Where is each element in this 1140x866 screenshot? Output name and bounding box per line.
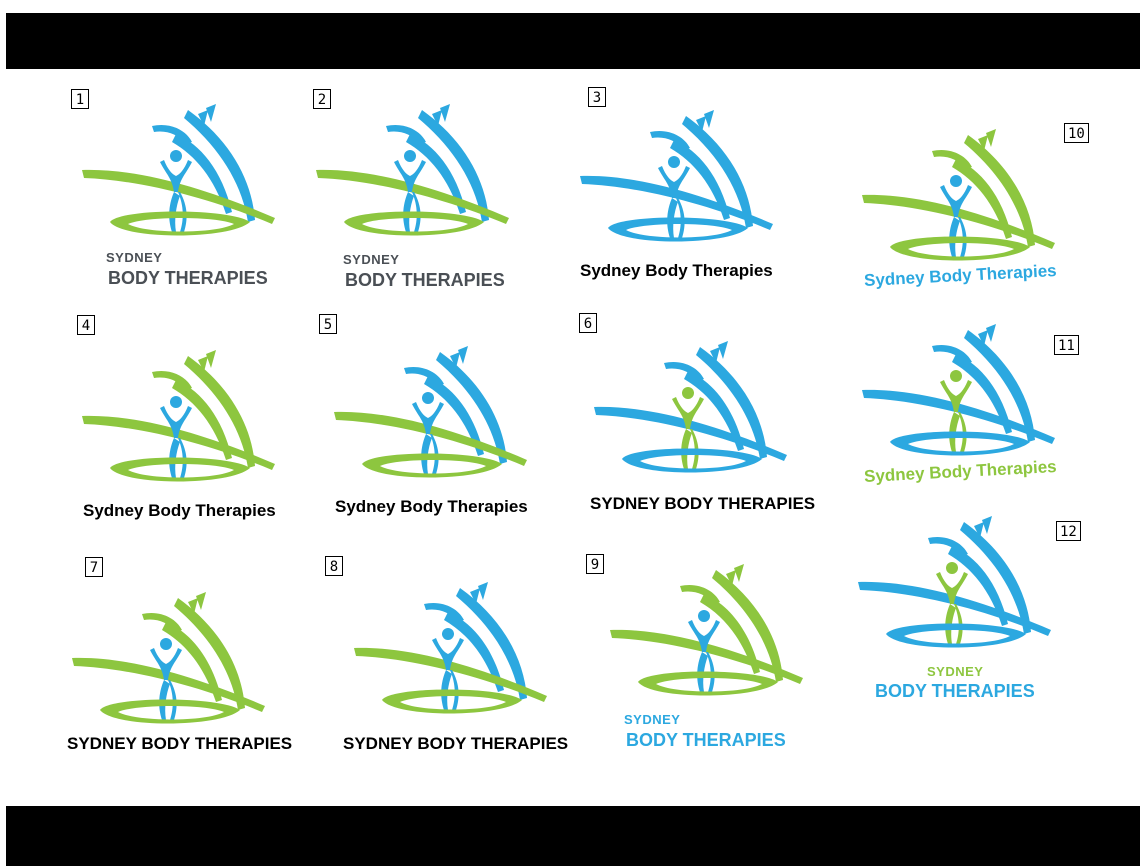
variant-number-6: 6: [579, 313, 597, 333]
variant-number-2: 2: [313, 89, 331, 109]
body-therapies-logo-icon: [354, 582, 547, 714]
body-therapies-logo-icon: [862, 129, 1055, 261]
wordmark-7: SYDNEY BODY THERAPIES: [67, 734, 293, 753]
wordmark-9-line1: SYDNEY: [624, 712, 681, 727]
variant-number-11: 11: [1054, 335, 1079, 355]
wordmark-1-line1: SYDNEY: [106, 250, 163, 265]
variant-number-8: 8: [325, 556, 343, 576]
top-black-bar: [6, 13, 1140, 69]
logo-mark-3: [578, 106, 778, 256]
variant-number-9: 9: [586, 554, 604, 574]
wordmark-5: Sydney Body Therapies: [335, 497, 528, 516]
bottom-black-bar: [6, 806, 1140, 866]
wordmark-12-line1: SYDNEY: [927, 664, 984, 679]
body-therapies-logo-icon: [316, 104, 509, 236]
logo-mark-8: [352, 578, 552, 728]
body-therapies-logo-icon: [72, 592, 265, 724]
wordmark-12-line2: BODY THERAPIES: [875, 681, 1035, 701]
logo-mark-9: [608, 560, 808, 710]
body-therapies-logo-icon: [610, 564, 803, 696]
wordmark-2-line1: SYDNEY: [343, 252, 400, 267]
logo-mark-7: [70, 588, 270, 738]
body-therapies-logo-icon: [82, 350, 275, 482]
variant-number-5: 5: [319, 314, 337, 334]
logo-mark-10: [860, 125, 1060, 275]
logo-mark-4: [80, 346, 280, 496]
wordmark-8: SYDNEY BODY THERAPIES: [343, 734, 569, 753]
variant-number-10: 10: [1064, 123, 1089, 143]
logo-mark-5: [332, 342, 532, 492]
wordmark-9-line2: BODY THERAPIES: [626, 730, 786, 750]
body-therapies-logo-icon: [862, 324, 1055, 456]
variant-number-4: 4: [77, 315, 95, 335]
body-therapies-logo-icon: [858, 516, 1051, 648]
logo-mark-2: [314, 100, 514, 250]
body-therapies-logo-icon: [334, 346, 527, 478]
wordmark-3: Sydney Body Therapies: [580, 261, 773, 280]
variant-number-3: 3: [588, 87, 606, 107]
body-therapies-logo-icon: [82, 104, 275, 236]
wordmark-6: SYDNEY BODY THERAPIES: [590, 494, 816, 513]
logo-mark-11: [860, 320, 1060, 470]
body-therapies-logo-icon: [594, 341, 787, 473]
variant-number-7: 7: [85, 557, 103, 577]
variant-number-1: 1: [71, 89, 89, 109]
body-therapies-logo-icon: [580, 110, 773, 242]
variant-number-12: 12: [1056, 521, 1081, 541]
logo-mark-1: [80, 100, 280, 250]
logo-mark-12: [856, 512, 1056, 662]
logo-mark-6: [592, 337, 792, 487]
wordmark-4: Sydney Body Therapies: [83, 501, 276, 520]
wordmark-1-line2: BODY THERAPIES: [108, 268, 268, 288]
wordmark-2-line2: BODY THERAPIES: [345, 270, 505, 290]
